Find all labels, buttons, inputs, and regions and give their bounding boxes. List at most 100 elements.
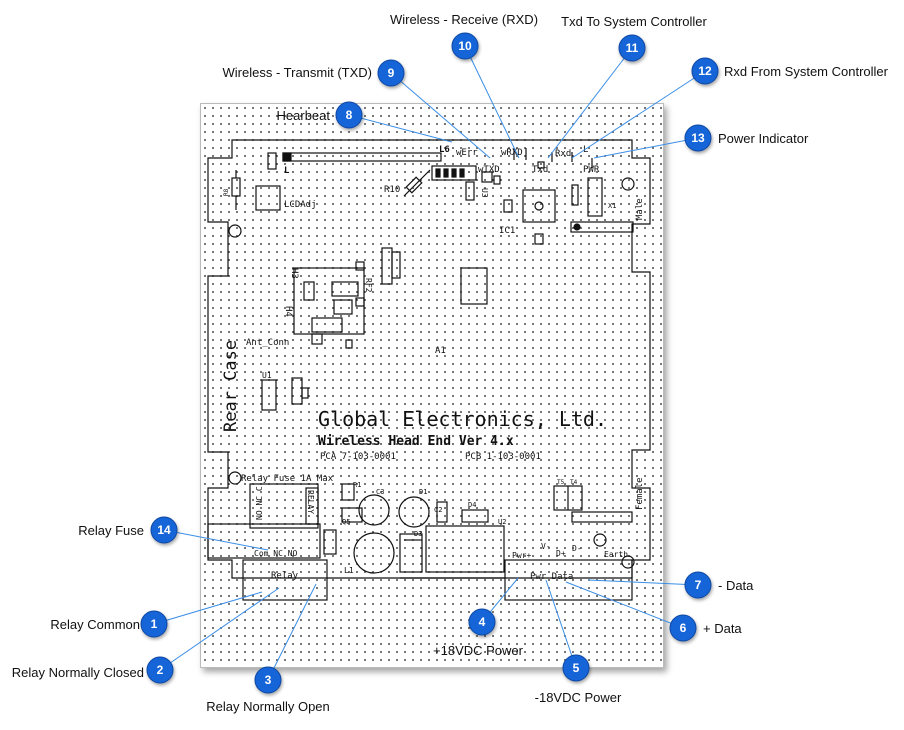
mount-hole bbox=[593, 533, 607, 547]
callout-11: 11 Txd To System Controller bbox=[561, 14, 708, 62]
relay-fuse-holder bbox=[207, 523, 321, 559]
silk-d3: D3 bbox=[414, 530, 422, 538]
silk-wrxd: wRXD bbox=[501, 148, 523, 158]
silk-h4: H4 bbox=[283, 306, 293, 317]
c3-cap bbox=[358, 494, 390, 526]
silk-h3: H3 bbox=[289, 268, 299, 279]
silk-x1: X1 bbox=[608, 202, 616, 210]
relay-terminal bbox=[242, 559, 328, 601]
callout-14-label: Relay Fuse bbox=[78, 523, 144, 538]
callout-9: 9 Wireless - Transmit (TXD) bbox=[223, 59, 405, 87]
leader-5 bbox=[545, 579, 577, 669]
callout-12-label: Rxd From System Controller bbox=[724, 64, 889, 79]
callout-4-number: 4 bbox=[479, 615, 486, 629]
rear-case-label: Rear Case bbox=[221, 340, 241, 432]
silk-lcdadj: LCDAdj bbox=[284, 200, 317, 210]
silk-earth: Earth bbox=[604, 550, 628, 559]
female-connector bbox=[571, 511, 633, 523]
callout-5: 5 -18VDC Power bbox=[535, 654, 622, 705]
silk-male: Male bbox=[635, 198, 645, 220]
pcb-number: PCB 1-103-0001 bbox=[465, 452, 541, 462]
silk-c3: C3 bbox=[376, 488, 384, 496]
callout-2-number: 2 bbox=[157, 663, 164, 677]
silk-l6: L6 bbox=[439, 145, 450, 155]
silk-rxd: Rxd bbox=[555, 149, 571, 159]
silk-q5: Q5 bbox=[342, 518, 350, 526]
callout-13-number: 13 bbox=[691, 131, 705, 145]
mount-hole bbox=[228, 224, 242, 238]
leader-8 bbox=[348, 114, 453, 143]
silk-l1: L1 bbox=[344, 566, 354, 575]
leader-6 bbox=[565, 581, 684, 629]
lcd-adj-pot bbox=[255, 185, 281, 211]
callout-6: 6 + Data bbox=[669, 614, 742, 642]
rf-module bbox=[293, 267, 365, 335]
mount-hole bbox=[228, 471, 242, 485]
callout-7-label: - Data bbox=[718, 578, 754, 593]
u1-chip bbox=[261, 379, 277, 411]
silk-relay-part: RELAY bbox=[306, 490, 315, 514]
product-name: Wireless Head End Ver 4.x bbox=[318, 434, 514, 449]
l1-cap bbox=[353, 532, 395, 574]
leader-lines bbox=[153, 45, 706, 681]
silk-c2: C2 bbox=[434, 506, 442, 514]
pcb-board bbox=[200, 103, 664, 668]
leader-7 bbox=[587, 579, 699, 586]
callout-12: 12 Rxd From System Controller bbox=[691, 57, 889, 85]
leader-9 bbox=[390, 72, 491, 159]
leader-2 bbox=[159, 587, 280, 671]
callout-1-label: Relay Common bbox=[50, 617, 140, 632]
lcd-pin1 bbox=[282, 152, 292, 162]
callout-2: 2 Relay Normally Closed bbox=[12, 656, 174, 684]
silk-u3: U3 bbox=[480, 188, 489, 198]
mount-hole bbox=[621, 177, 635, 191]
leader-12 bbox=[571, 70, 706, 159]
silk-relay-fuse: Relay Fuse 1A Max bbox=[241, 474, 334, 484]
silk-wtxd: wTXD bbox=[478, 165, 500, 175]
r10-resistor bbox=[403, 169, 431, 197]
callout-7-number: 7 bbox=[695, 578, 702, 592]
callout-14-number: 14 bbox=[157, 523, 171, 537]
silk-rf2: RF2 bbox=[364, 278, 373, 293]
silk-txd: Txd bbox=[532, 165, 548, 175]
silk-r1: R1 bbox=[353, 481, 361, 489]
silk-com-nc-no: Com NC NO bbox=[254, 549, 298, 558]
mount-hole bbox=[621, 555, 635, 569]
callout-3-number: 3 bbox=[265, 673, 272, 687]
silk-u2: U2 bbox=[498, 518, 506, 526]
pcb-silkscreen bbox=[207, 139, 651, 601]
callout-10-label: Wireless - Receive (RXD) bbox=[390, 12, 538, 27]
leader-10 bbox=[464, 45, 520, 159]
silk-female: Female bbox=[635, 477, 645, 510]
silk-d4: D4 bbox=[468, 501, 476, 509]
callout-5-number: 5 bbox=[573, 661, 580, 675]
silk-relay-terms: NO NC C bbox=[255, 486, 264, 520]
silk-u1: U1 bbox=[262, 371, 272, 380]
company-name: Global Electronics, Ltd. bbox=[318, 407, 607, 431]
silk-werr: wErr bbox=[456, 148, 478, 158]
silk-ic1: IC1 bbox=[499, 226, 515, 236]
silk-t4: T4 bbox=[570, 479, 578, 486]
callout-1-number: 1 bbox=[151, 617, 158, 631]
silk-d-plus: D+ bbox=[556, 549, 566, 558]
callout-10-number: 10 bbox=[458, 39, 472, 53]
pcb-text-group: Rear Case Global Electronics, Ltd. Wirel… bbox=[221, 145, 645, 582]
silk-l-right: L bbox=[583, 145, 588, 155]
callout-4: 4 +18VDC Power bbox=[433, 608, 524, 658]
u3-chip bbox=[465, 181, 475, 201]
pca-number: PCA 7-103-0001 bbox=[320, 452, 396, 462]
leader-13 bbox=[593, 137, 699, 159]
callout-14: 14 Relay Fuse bbox=[78, 516, 178, 544]
silk-d1: D1 bbox=[419, 488, 427, 496]
callout-10: 10 Wireless - Receive (RXD) bbox=[390, 12, 538, 60]
u3-header bbox=[431, 165, 477, 181]
silk-relay: Relay bbox=[271, 571, 299, 581]
callout-8-label: Hearbeat bbox=[277, 108, 331, 123]
silk-d-minus: D- bbox=[572, 544, 582, 553]
male-connector bbox=[570, 221, 634, 233]
callout-1: 1 Relay Common bbox=[50, 610, 168, 638]
leader-11 bbox=[547, 47, 633, 159]
callout-13: 13 Power Indicator bbox=[684, 124, 809, 152]
callout-11-label: Txd To System Controller bbox=[561, 14, 707, 29]
